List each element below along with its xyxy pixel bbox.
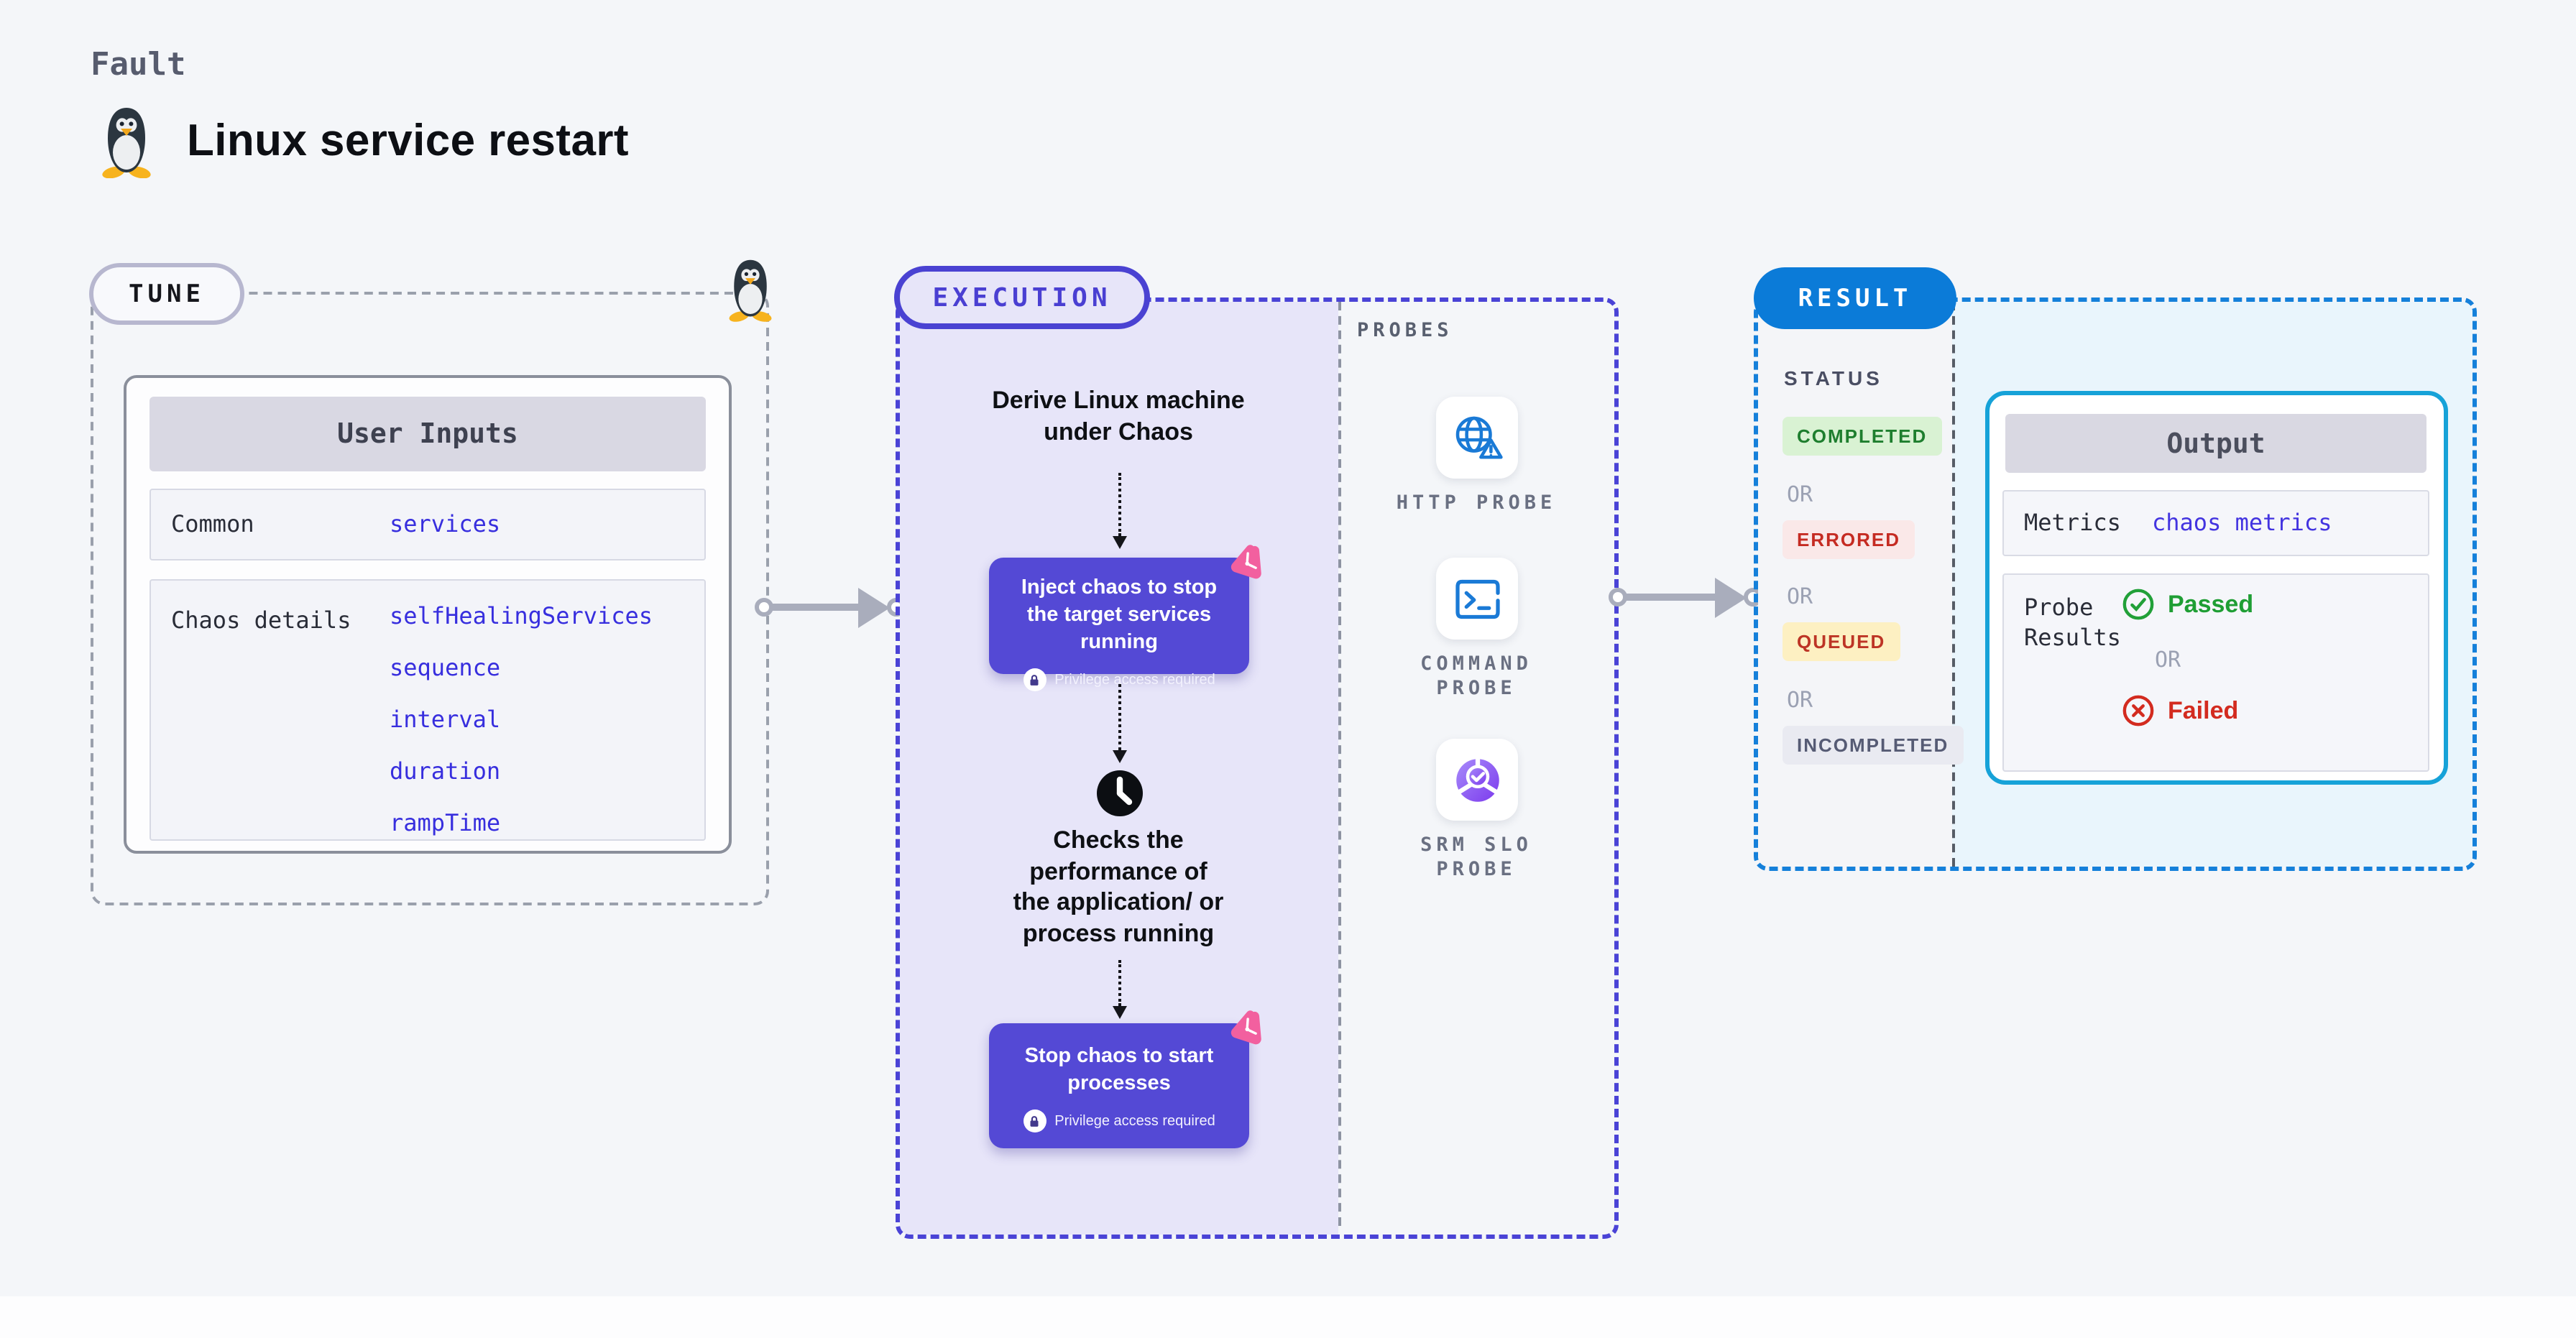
input-row-label: Chaos details <box>171 606 351 634</box>
command-probe-card <box>1436 558 1518 640</box>
status-badge-incompleted: INCOMPLETED <box>1782 726 1964 765</box>
check-circle-icon <box>2122 589 2154 620</box>
execution-step-derive: Derive Linux machine under Chaos <box>946 385 1291 447</box>
probes-divider <box>1338 302 1341 1226</box>
execution-step-check: Checks the performance of the applicatio… <box>946 825 1291 949</box>
tune-badge: TUNE <box>89 263 244 325</box>
status-panel <box>1758 302 1952 867</box>
output-title: Output <box>2005 414 2426 473</box>
http-probe-card <box>1436 397 1518 479</box>
connector-line <box>1623 594 1718 601</box>
probe-result-failed: Failed <box>2122 694 2238 727</box>
x-circle-icon <box>2122 695 2154 726</box>
step-text-line: process running <box>1022 919 1215 946</box>
globe-warning-icon <box>1455 415 1502 458</box>
or-separator: OR <box>1787 481 1813 507</box>
page-header: Linux service restart <box>92 103 629 178</box>
or-separator: OR <box>1787 687 1813 713</box>
step-text-line: Derive Linux machine <box>992 387 1245 414</box>
input-values-list: selfHealingServices sequence interval du… <box>390 602 653 861</box>
or-separator: OR <box>2155 647 2181 673</box>
step-box-title: Inject chaos to stop the target services… <box>1021 576 1218 654</box>
step-box-title: Stop chaos to start processes <box>1024 1045 1214 1095</box>
metrics-row: Metrics chaos metrics <box>2002 490 2429 556</box>
inject-chaos-step: Inject chaos to stop the target services… <box>989 545 1261 691</box>
or-separator: OR <box>1787 583 1813 609</box>
output-card: Output Metrics chaos metrics Probe Resul… <box>1985 391 2448 785</box>
step-text-line: performance of <box>1029 857 1208 885</box>
input-value: rampTime <box>390 809 501 836</box>
connector-line <box>769 604 861 611</box>
chaos-icon <box>1230 545 1261 579</box>
user-inputs-card: User Inputs Common services Chaos detail… <box>124 375 732 854</box>
metrics-label: Metrics <box>2024 509 2121 536</box>
privilege-note-text: Privilege access required <box>1054 1113 1215 1129</box>
input-value: services <box>390 510 501 537</box>
input-row-chaos-details: Chaos details selfHealingServices sequen… <box>150 579 706 841</box>
step-text-line: under Chaos <box>1044 417 1193 445</box>
result-badge: RESULT <box>1754 267 1956 329</box>
arrow-head-icon <box>858 588 890 628</box>
step-text-line: Checks the <box>1053 826 1184 854</box>
bottom-strip <box>0 1296 2576 1338</box>
privilege-note-text: Privilege access required <box>1054 672 1215 688</box>
lock-icon <box>1023 1109 1046 1132</box>
step-text-line: the application/ or <box>1013 888 1224 915</box>
execution-badge: EXECUTION <box>894 266 1150 329</box>
clock-icon <box>1097 770 1143 816</box>
probe-results-label: Probe Results <box>2024 594 2121 651</box>
stop-chaos-step: Stop chaos to start processes Privilege … <box>989 1010 1261 1148</box>
status-badge-errored: ERRORED <box>1782 520 1915 559</box>
chaos-icon <box>1230 1010 1261 1045</box>
input-row-common: Common services <box>150 489 706 560</box>
dotted-arrow <box>1113 960 1127 1019</box>
result-section: RESULT STATUS COMPLETED OR ERRORED OR QU… <box>1754 267 2477 871</box>
status-badge-queued: QUEUED <box>1782 622 1900 661</box>
arrow-head-icon <box>1715 578 1747 618</box>
probes-label: PROBES <box>1357 319 1453 342</box>
input-value: duration <box>390 757 501 785</box>
arrow-head-icon <box>1113 750 1127 763</box>
user-inputs-title: User Inputs <box>150 397 706 471</box>
probes-to-result-arrow <box>1609 572 1764 624</box>
metrics-value: chaos metrics <box>2152 509 2332 536</box>
http-probe-label: HTTP PROBE <box>1396 492 1557 515</box>
probe-results-row: Probe Results Passed OR Failed <box>2002 573 2429 772</box>
slo-donut-icon <box>1455 757 1499 801</box>
srm-probe-card <box>1436 739 1518 821</box>
input-value: interval <box>390 706 501 733</box>
command-probe-label: COMMAND PROBE <box>1420 652 1532 700</box>
privilege-note: Privilege access required <box>989 1109 1249 1132</box>
input-value: selfHealingServices <box>390 602 653 629</box>
arrow-head-icon <box>1113 1006 1127 1019</box>
status-label: STATUS <box>1784 366 1883 389</box>
tux-icon <box>102 108 151 178</box>
execution-section: EXECUTION PROBES Derive Linux machine un… <box>894 266 1619 1239</box>
input-row-label: Common <box>171 510 254 537</box>
tune-to-execution-arrow <box>755 582 907 634</box>
probe-result-passed: Passed <box>2122 588 2253 621</box>
terminal-icon <box>1455 578 1499 619</box>
privilege-note: Privilege access required <box>989 668 1249 691</box>
tune-section: TUNE <box>89 259 772 905</box>
page-kicker: Fault <box>91 47 186 83</box>
arrow-head-icon <box>1113 536 1127 549</box>
dotted-arrow <box>1113 473 1127 549</box>
result-divider <box>1952 302 1955 867</box>
srm-probe-label: SRM SLO PROBE <box>1420 834 1532 881</box>
lock-icon <box>1023 668 1046 691</box>
page-title: Linux service restart <box>187 115 629 165</box>
dotted-arrow <box>1113 684 1127 763</box>
input-value: sequence <box>390 654 501 681</box>
tux-icon-small <box>729 259 772 322</box>
status-badge-completed: COMPLETED <box>1782 417 1942 456</box>
